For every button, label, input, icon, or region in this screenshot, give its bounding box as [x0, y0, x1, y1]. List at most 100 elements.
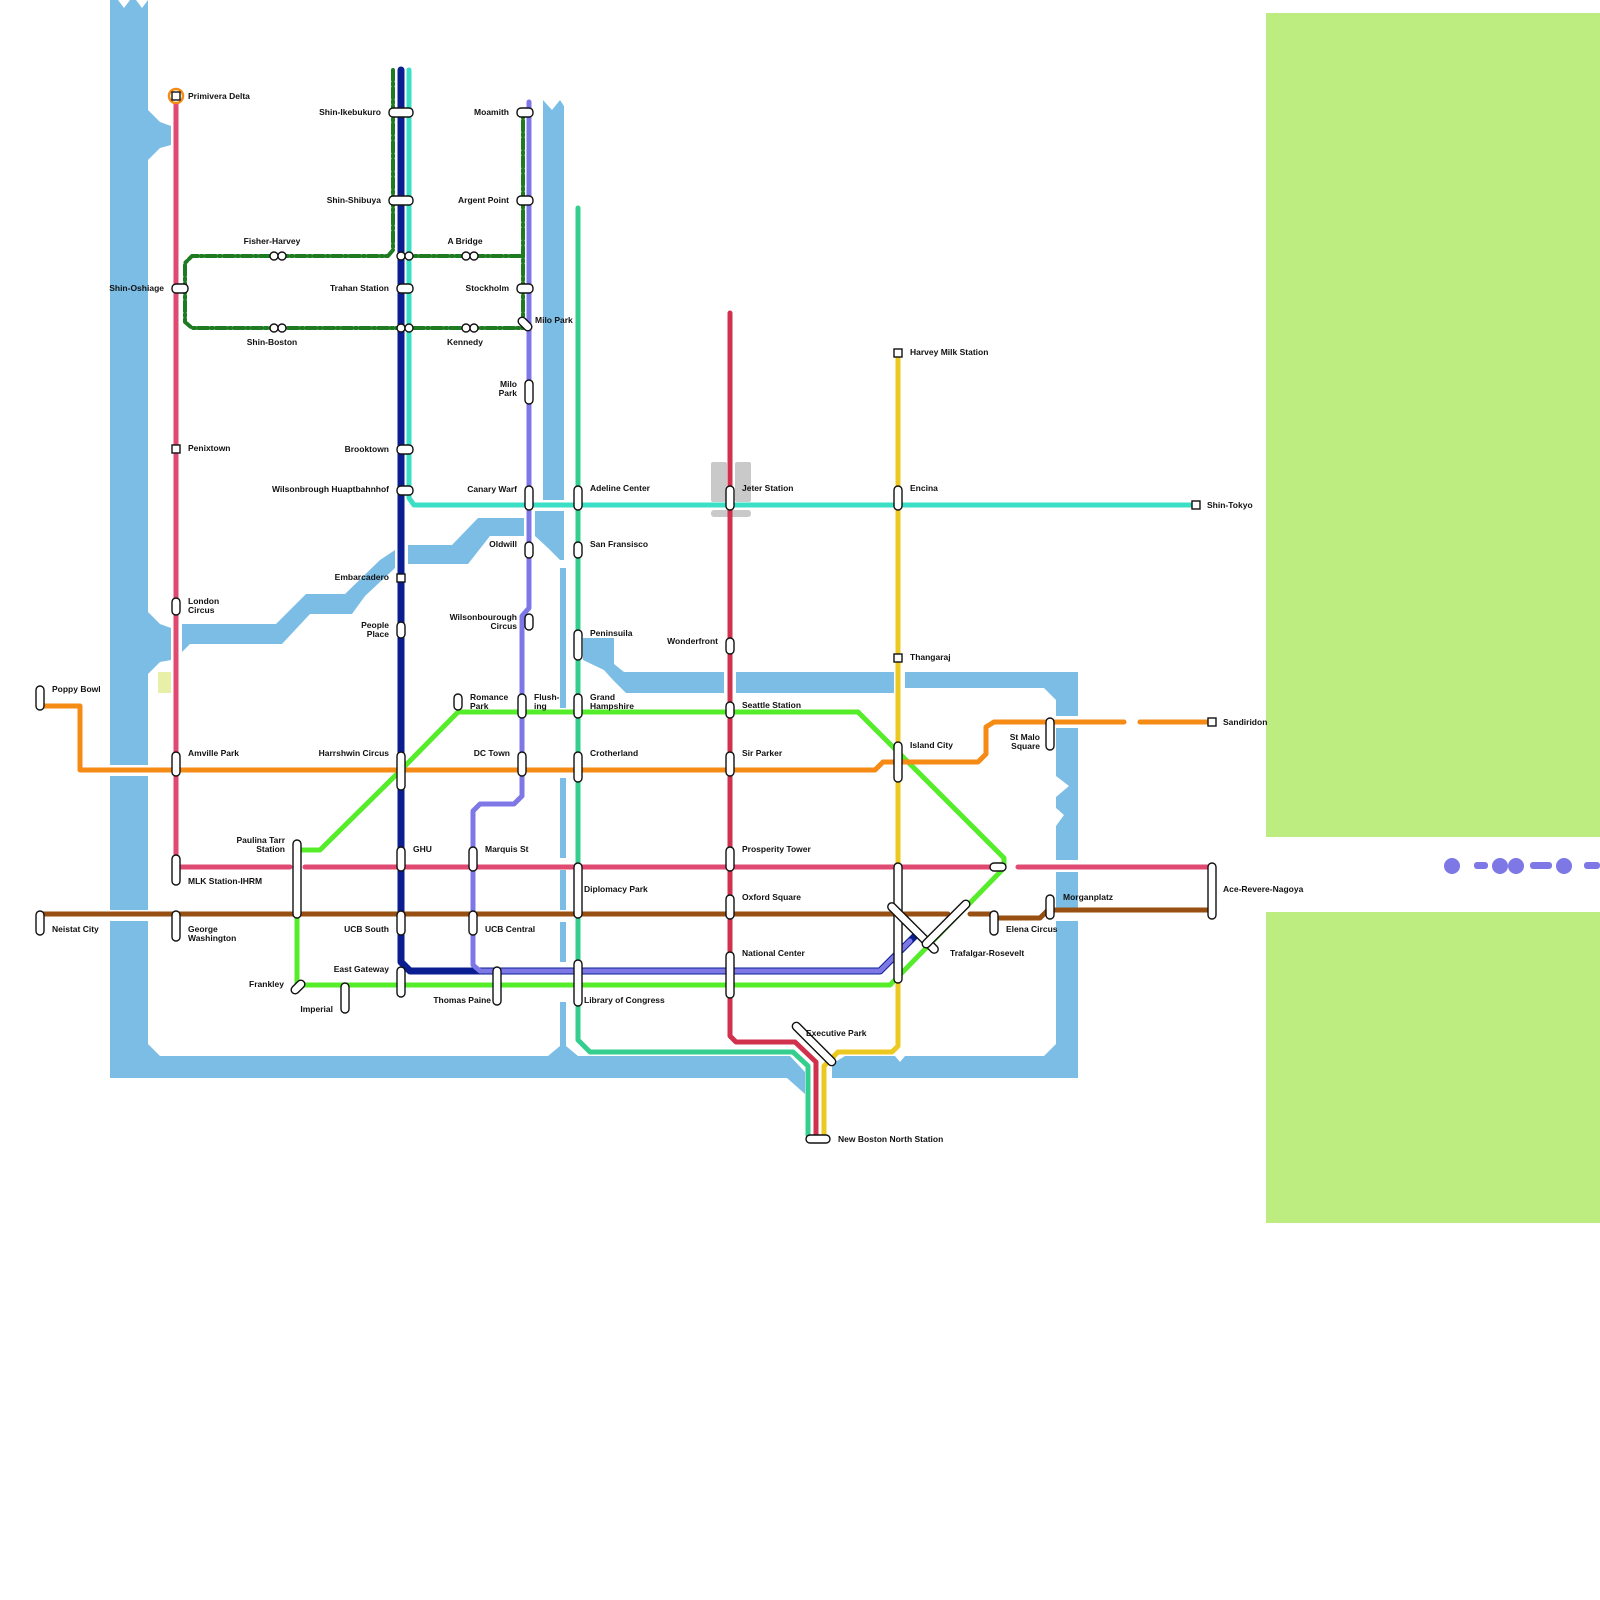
station-flushing[interactable] — [517, 693, 527, 719]
small-land-patch — [158, 672, 171, 693]
station-navy-green-north[interactable] — [396, 251, 414, 261]
station-harvey-milk[interactable] — [893, 348, 903, 358]
station-sandiridon[interactable] — [1207, 717, 1217, 727]
station-shin-boston[interactable] — [269, 323, 287, 333]
station-people-place[interactable] — [396, 621, 406, 639]
station-shin-tokyo[interactable] — [1191, 500, 1201, 510]
station-crotherland[interactable] — [573, 751, 583, 783]
station-pink-east[interactable] — [989, 862, 1007, 872]
station-argent-point[interactable] — [516, 195, 534, 206]
station-trafalgar-rosevelt-b[interactable] — [921, 899, 972, 950]
label-elena-circus: Elena Circus — [1006, 924, 1058, 934]
station-new-boston-north[interactable] — [805, 1134, 831, 1144]
station-adeline-center[interactable] — [573, 485, 583, 511]
station-grand-hampshire[interactable] — [573, 693, 583, 719]
station-brooktown[interactable] — [396, 444, 414, 455]
station-canary-warf[interactable] — [524, 485, 534, 511]
label-thangaraj: Thangaraj — [910, 652, 951, 662]
east-channel-stub — [1056, 872, 1078, 910]
label-peninsula: Peninsuila — [590, 628, 633, 638]
station-morganplatz[interactable] — [1045, 894, 1055, 920]
station-jeter[interactable] — [725, 485, 735, 511]
station-milo-park-1[interactable] — [517, 316, 534, 333]
station-ace-revere-nagoya[interactable] — [1207, 862, 1217, 920]
station-mlk[interactable] — [171, 854, 181, 886]
station-executive-park[interactable] — [791, 1021, 838, 1068]
station-seattle[interactable] — [725, 701, 735, 719]
station-elena-circus[interactable] — [989, 910, 999, 936]
station-george-washington[interactable] — [171, 910, 181, 942]
brown-line[interactable] — [37, 907, 1215, 921]
label-wilsonbrough: Wilsonbrough Huaptbahnhof — [272, 484, 389, 494]
label-jeter-station: Jeter Station — [742, 483, 794, 493]
station-imperial[interactable] — [340, 982, 350, 1014]
station-marquis-st[interactable] — [468, 846, 478, 872]
station-wonderfront[interactable] — [725, 637, 735, 655]
label-seattle-station: Seattle Station — [742, 700, 801, 710]
station-neistat-city[interactable] — [35, 910, 45, 936]
label-east-gateway: East Gateway — [334, 964, 390, 974]
station-ucb-south[interactable] — [396, 910, 406, 936]
label-canary-warf: Canary Warf — [467, 484, 517, 494]
station-sir-parker[interactable] — [725, 751, 735, 777]
station-national-center[interactable] — [725, 951, 735, 999]
purple-line[interactable] — [470, 99, 913, 974]
station-oldwill[interactable] — [524, 541, 534, 559]
label-brooktown: Brooktown — [345, 444, 389, 454]
station-moamith[interactable] — [516, 107, 534, 118]
station-ghu[interactable] — [396, 846, 406, 872]
station-wilsonbourough-circus[interactable] — [524, 613, 534, 631]
label-shin-shibuya: Shin-Shibuya — [327, 195, 382, 205]
station-prosperity-tower[interactable] — [725, 846, 735, 872]
lime-line[interactable] — [294, 709, 1007, 988]
station-markers[interactable] — [35, 87, 1217, 1144]
station-shin-shibuya[interactable] — [388, 195, 414, 206]
station-frankley[interactable] — [290, 979, 307, 996]
station-primivera-delta[interactable] — [171, 91, 181, 101]
station-wilsonbrough[interactable] — [396, 485, 414, 496]
station-island-city[interactable] — [893, 741, 903, 783]
station-san-fransisco[interactable] — [573, 541, 583, 559]
station-romance-park[interactable] — [453, 693, 463, 711]
station-paulina-tarr[interactable] — [292, 839, 302, 919]
station-trahan[interactable] — [396, 283, 414, 294]
station-amville-park[interactable] — [171, 751, 181, 777]
station-encina[interactable] — [893, 485, 903, 511]
east-channel-vert — [1056, 728, 1078, 860]
station-embarcadero[interactable] — [396, 573, 406, 583]
station-thomas-paine[interactable] — [492, 966, 502, 1006]
station-a-bridge[interactable] — [461, 251, 479, 261]
station-peninsula[interactable] — [573, 629, 583, 661]
station-kennedy[interactable] — [461, 323, 479, 333]
label-sir-parker: Sir Parker — [742, 748, 783, 758]
station-harrshwin-circus[interactable] — [396, 751, 406, 791]
station-poppy-bowl[interactable] — [35, 685, 45, 711]
station-library-of-congress[interactable] — [573, 959, 583, 1007]
station-london-circus[interactable] — [171, 597, 181, 616]
orange-line[interactable] — [37, 703, 1215, 773]
south-river — [110, 921, 805, 1094]
station-fisher-harvey[interactable] — [269, 251, 287, 261]
station-oxford-square[interactable] — [725, 894, 735, 920]
label-flushing: Flush-ing — [534, 692, 560, 711]
label-frankley: Frankley — [249, 979, 284, 989]
label-trafalgar-rosevelt: Trafalgar-Rosevelt — [950, 948, 1024, 958]
station-st-malo-square[interactable] — [1045, 717, 1055, 751]
label-crotherland: Crotherland — [590, 748, 638, 758]
station-shin-ikebukuro[interactable] — [388, 107, 414, 118]
red-line[interactable] — [727, 310, 819, 1138]
station-milo-park-2[interactable] — [524, 379, 534, 405]
station-thangaraj[interactable] — [893, 653, 903, 663]
station-diplomacy-park[interactable] — [573, 862, 583, 919]
station-stockholm[interactable] — [516, 283, 534, 294]
station-east-gateway[interactable] — [396, 966, 406, 998]
station-navy-green-south[interactable] — [396, 323, 414, 333]
station-ucb-central[interactable] — [468, 910, 478, 936]
station-shin-oshiage[interactable] — [171, 283, 189, 294]
label-executive-park: Executive Park — [806, 1028, 867, 1038]
station-penixtown[interactable] — [171, 444, 181, 454]
station-yellow-hub[interactable] — [893, 862, 903, 984]
station-dc-town[interactable] — [517, 751, 527, 777]
label-fisher-harvey: Fisher-Harvey — [244, 236, 301, 246]
